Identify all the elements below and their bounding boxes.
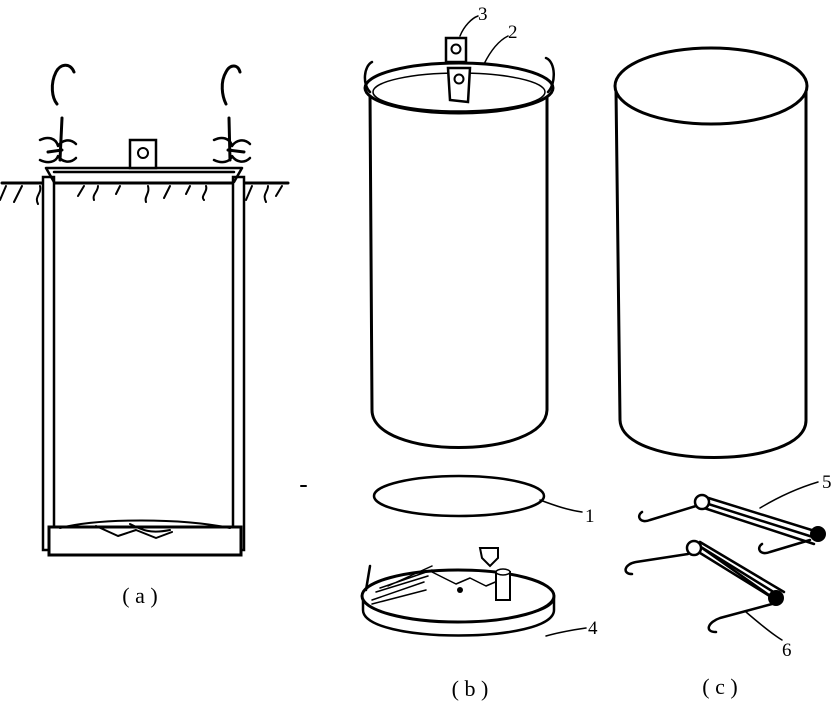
panel-a: ( a ) — [0, 63, 290, 608]
panel-b: 3 2 1 4 ( b ) — [360, 4, 598, 701]
caption-c: ( c ) — [702, 674, 737, 699]
base-disk — [360, 547, 556, 637]
hook-assembly-6 — [624, 539, 786, 634]
label-2: 2 — [508, 22, 518, 43]
top-tab-b — [444, 36, 472, 104]
label-3: 3 — [478, 4, 488, 25]
inner-cylinder-body — [368, 90, 549, 449]
right-hook-a — [212, 64, 252, 164]
label-6: 6 — [782, 640, 792, 661]
panel-c: 5 6 ( c ) — [613, 46, 832, 699]
caption-b: ( b ) — [452, 676, 489, 701]
outer-cylinder-right-wall — [231, 175, 246, 552]
outer-cylinder — [614, 82, 808, 459]
bottom-plate — [47, 525, 243, 557]
hook-assembly-5 — [638, 493, 826, 555]
filter-disk — [372, 474, 546, 518]
left-hook-a — [38, 63, 78, 164]
label-1: 1 — [585, 506, 595, 527]
caption-a: ( a ) — [122, 583, 157, 608]
outer-cylinder-left-wall — [41, 175, 56, 552]
outer-cylinder-rim — [613, 46, 809, 126]
label-4: 4 — [588, 618, 598, 639]
top-tab-a — [128, 138, 158, 170]
label-5: 5 — [822, 472, 832, 493]
